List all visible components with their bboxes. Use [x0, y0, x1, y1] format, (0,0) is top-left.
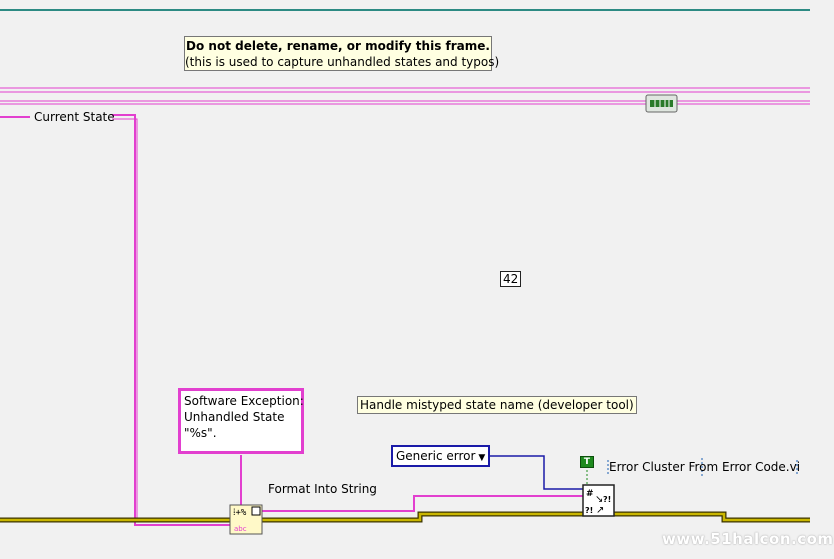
site-watermark: www.51halcon.com [662, 530, 834, 548]
svg-text:⁞+%: ⁞+% [233, 508, 247, 518]
svg-text:↘: ↘ [595, 494, 603, 505]
frame-warning-note: Do not delete, rename, or modify this fr… [184, 36, 500, 71]
error-wire-inner [0, 512, 810, 522]
dropdown-arrow-icon[interactable]: ▼ [478, 453, 486, 463]
generic-error-enum[interactable]: Generic error▼ [391, 445, 491, 467]
error-cluster-subvi-node[interactable]: # ↘ ?! ?! ↗ [582, 484, 615, 517]
svg-text:?!: ?! [603, 495, 611, 504]
generic-error-enum-value: Generic error [396, 449, 476, 463]
handle-mistyped-note: Handle mistyped state name (developer to… [357, 396, 637, 414]
svg-text:#: # [586, 489, 594, 499]
format-output-wire[interactable] [262, 495, 585, 512]
current-state-wire-down[interactable] [112, 114, 230, 526]
true-boolean-constant[interactable]: T [580, 456, 594, 468]
svg-text:abc: abc [234, 525, 247, 533]
format-into-string-node[interactable]: ⁞+% abc [229, 504, 263, 535]
format-into-string-label: Format Into String [268, 482, 377, 496]
svg-text:?!: ?! [585, 506, 593, 515]
frame-selector-icon[interactable] [645, 94, 678, 113]
block-diagram-canvas: ⁞+% abc # ↘ ?! ?! ↗ [0, 9, 810, 535]
current-state-label: Current State [34, 110, 115, 124]
frame-warning-subtitle: (this is used to capture unhandled state… [185, 55, 500, 69]
numeric-constant[interactable]: 42 [500, 271, 522, 287]
frame-warning-title: Do not delete, rename, or modify this fr… [186, 39, 490, 53]
error-cluster-subvi-label: Error Cluster From Error Code.vi [609, 460, 801, 474]
exception-string-constant[interactable]: Software Exception: Unhandled State "%s"… [178, 388, 304, 454]
svg-text:↗: ↗ [596, 505, 604, 516]
current-state-wire-inner[interactable] [112, 118, 230, 522]
enum-wire[interactable] [485, 455, 585, 490]
